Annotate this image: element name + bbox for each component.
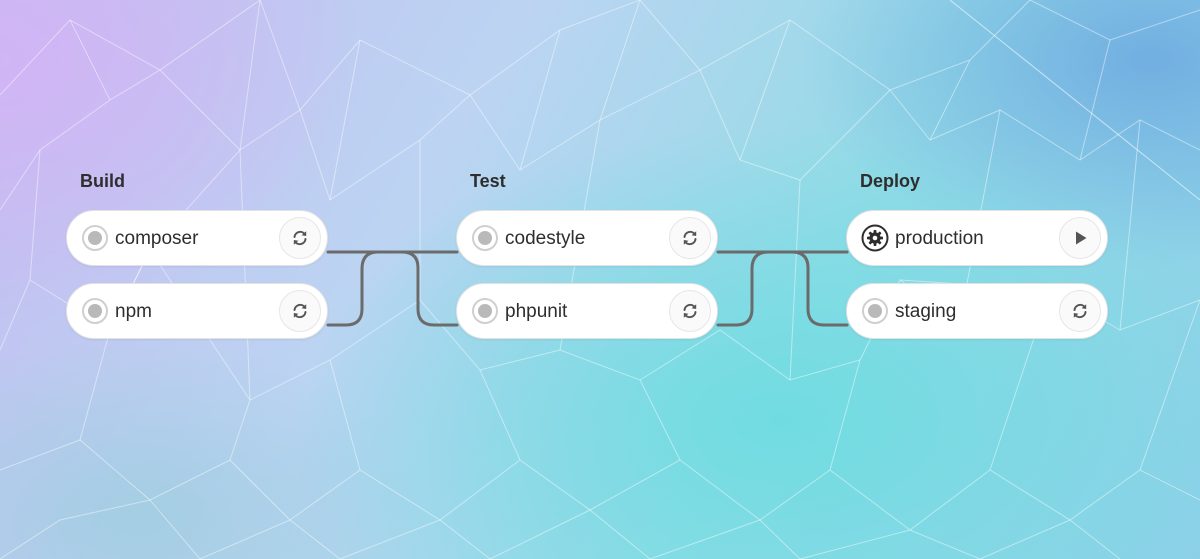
stage-test: Test codestyle phpunit xyxy=(456,170,718,356)
job-npm[interactable]: npm xyxy=(66,283,328,339)
status-created-icon xyxy=(862,298,888,324)
job-codestyle[interactable]: codestyle xyxy=(456,210,718,266)
job-phpunit[interactable]: phpunit xyxy=(456,283,718,339)
job-name: staging xyxy=(895,301,957,322)
connector-npm-merge xyxy=(326,250,394,327)
job-name: composer xyxy=(115,228,199,249)
status-created-icon xyxy=(472,225,498,251)
connector-phpunit-merge xyxy=(716,250,784,327)
job-composer[interactable]: composer xyxy=(66,210,328,266)
retry-icon xyxy=(293,230,307,246)
play-button[interactable] xyxy=(1059,217,1101,259)
play-icon xyxy=(1076,231,1087,245)
retry-icon xyxy=(683,230,697,246)
retry-icon xyxy=(683,303,697,319)
status-created-icon xyxy=(82,225,108,251)
retry-button[interactable] xyxy=(279,290,321,332)
stage-title: Deploy xyxy=(860,171,921,191)
job-production[interactable]: production xyxy=(846,210,1108,266)
job-staging[interactable]: staging xyxy=(846,283,1108,339)
stage-build: Build composer npm xyxy=(66,170,328,356)
job-name: codestyle xyxy=(505,228,586,249)
job-name: production xyxy=(895,228,984,249)
status-created-icon xyxy=(472,298,498,324)
retry-button[interactable] xyxy=(1059,290,1101,332)
status-created-icon xyxy=(82,298,108,324)
stage-title: Build xyxy=(80,171,125,191)
connector-branch-phpunit xyxy=(390,250,459,327)
status-manual-gear-icon xyxy=(861,224,889,252)
job-name: npm xyxy=(115,301,152,322)
retry-button[interactable] xyxy=(279,217,321,259)
connector-branch-staging xyxy=(780,250,849,327)
retry-icon xyxy=(1073,303,1087,319)
retry-button[interactable] xyxy=(669,217,711,259)
retry-button[interactable] xyxy=(669,290,711,332)
stage-title: Test xyxy=(470,171,506,191)
stage-deploy: Deploy production staging xyxy=(846,170,1108,356)
retry-icon xyxy=(293,303,307,319)
job-name: phpunit xyxy=(505,301,568,322)
